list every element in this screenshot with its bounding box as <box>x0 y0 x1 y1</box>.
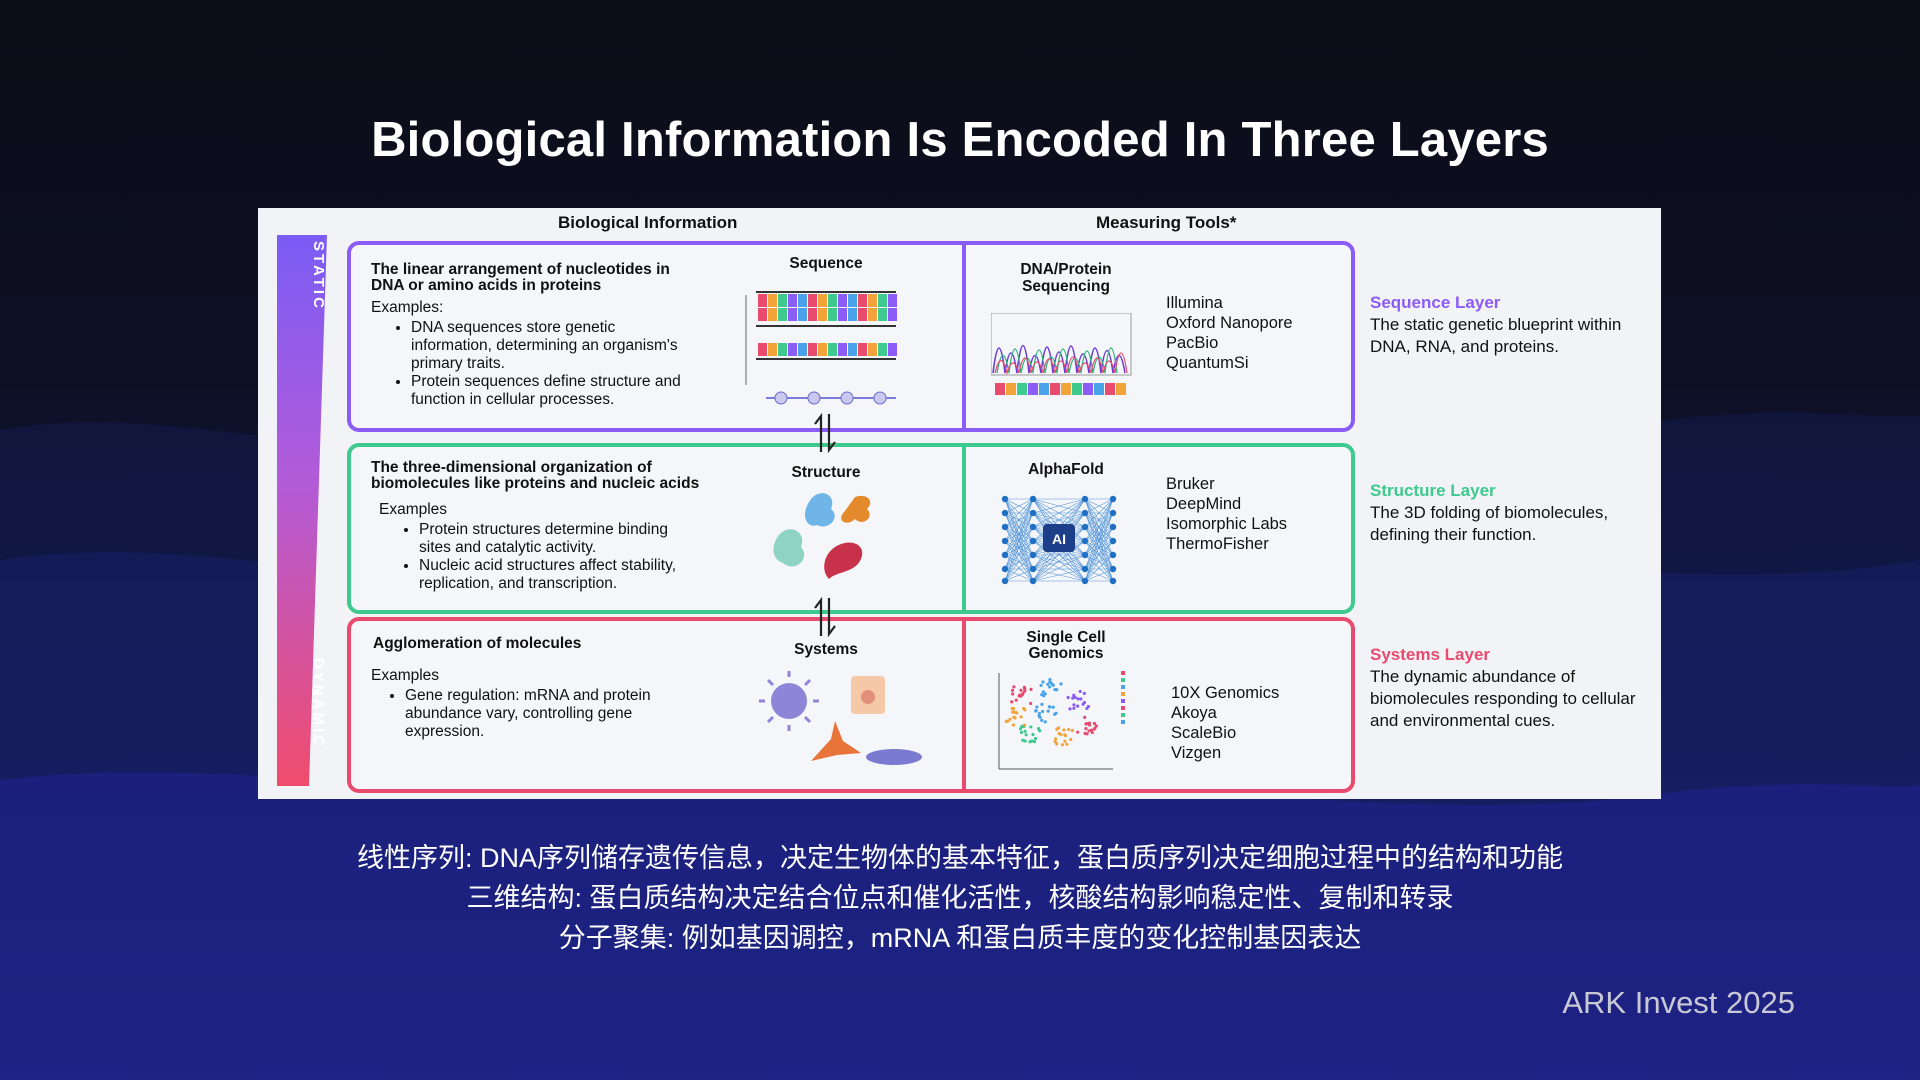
sequencing-tool-title: DNA/Protein Sequencing <box>1020 261 1112 295</box>
structure-layer-description: Structure Layer The 3D folding of biomol… <box>1370 480 1640 546</box>
chromatogram-icon <box>991 313 1132 395</box>
systems-example-item: Gene regulation: mRNA and protein abunda… <box>405 687 651 741</box>
static-dynamic-gradient-bar <box>277 235 327 786</box>
sequence-layer-title: Sequence Layer <box>1370 293 1501 312</box>
diagram-panel: STATIC DYNAMIC Biological Information Me… <box>258 208 1661 799</box>
systems-row-box: Agglomeration of molecules Examples Gene… <box>347 617 1355 793</box>
structure-examples: Examples Protein structures determine bi… <box>379 501 699 593</box>
sequence-row-box: The linear arrangement of nucleotides in… <box>347 241 1355 432</box>
page-title: Biological Information Is Encoded In Thr… <box>371 113 1549 167</box>
sequence-heading: The linear arrangement of nucleotides in… <box>371 261 670 294</box>
tool-item: 10X Genomics <box>1171 684 1280 702</box>
chinese-captions: 线性序列: DNA序列储存遗传信息，决定生物体的基本特征，蛋白质序列决定细胞过程… <box>0 838 1920 958</box>
structure-heading: The three-dimensional organization of bi… <box>371 459 700 492</box>
ai-badge: AI <box>1052 531 1066 547</box>
sequence-examples: Examples: DNA sequences store genetic in… <box>371 299 681 409</box>
sequence-image-title: Sequence <box>789 255 863 272</box>
systems-layer-title: Systems Layer <box>1370 645 1491 664</box>
umap-scatter-icon <box>998 671 1125 770</box>
caption-line: 三维结构: 蛋白质结构决定结合位点和催化活性，核酸结构影响稳定性、复制和转录 <box>466 883 1454 913</box>
tool-item: QuantumSi <box>1166 354 1249 372</box>
ai-neural-network-icon: AI <box>1001 495 1117 585</box>
tool-item: Illumina <box>1166 294 1223 312</box>
structure-row-box: The three-dimensional organization of bi… <box>347 443 1355 614</box>
sequence-examples-label: Examples: <box>371 299 444 316</box>
equilibrium-arrow-1 <box>814 412 836 454</box>
systems-heading: Agglomeration of molecules <box>373 635 582 652</box>
structure-example-item: Protein structures determine binding sit… <box>419 521 699 557</box>
single-cell-tool-title: Single Cell Genomics <box>1026 629 1106 662</box>
source-footer: ARK Invest 2025 <box>1562 985 1795 1020</box>
sequence-layer-text: The static genetic blueprint within DNA,… <box>1370 315 1622 356</box>
structure-layer-text: The 3D folding of biomolecules, defining… <box>1370 503 1609 544</box>
structure-example-item: Nucleic acid structures affect stability… <box>419 557 699 593</box>
static-label: STATIC <box>310 241 327 311</box>
structure-layer-title: Structure Layer <box>1370 481 1496 500</box>
systems-examples-label: Examples <box>371 667 440 684</box>
dna-transcription-illustration <box>745 291 897 405</box>
protein-structure-illustration <box>773 493 871 579</box>
cells-illustration <box>759 671 922 765</box>
sequence-layer-description: Sequence Layer The static genetic bluepr… <box>1370 292 1640 358</box>
structure-tools-list: Bruker DeepMind Isomorphic Labs ThermoFi… <box>1166 474 1287 554</box>
tool-item: Isomorphic Labs <box>1166 515 1288 533</box>
caption-line: 分子聚集: 例如基因调控，mRNA 和蛋白质丰度的变化控制基因表达 <box>558 923 1362 953</box>
alphafold-tool-title: AlphaFold <box>1028 461 1104 478</box>
column-header-biological-information: Biological Information <box>558 213 738 232</box>
dynamic-label: DYNAMIC <box>310 658 327 749</box>
systems-tools-list: 10X Genomics Akoya ScaleBio Vizgen <box>1171 683 1279 763</box>
sequencing-tools-list: Illumina Oxford Nanopore PacBio QuantumS… <box>1166 293 1293 373</box>
tool-item: Bruker <box>1166 475 1215 493</box>
tool-item: PacBio <box>1166 334 1219 352</box>
sequence-example-item: DNA sequences store genetic information,… <box>411 319 681 373</box>
tool-item: Akoya <box>1171 704 1217 722</box>
systems-examples: Examples Gene regulation: mRNA and prote… <box>371 667 651 741</box>
equilibrium-arrow-2 <box>814 596 836 638</box>
sequence-example-item: Protein sequences define structure and f… <box>411 373 681 409</box>
tool-item: ThermoFisher <box>1166 535 1269 553</box>
systems-layer-text: The dynamic abundance of biomolecules re… <box>1370 667 1636 730</box>
tool-item: Vizgen <box>1171 744 1222 762</box>
tool-item: Oxford Nanopore <box>1166 314 1293 332</box>
systems-image-title: Systems <box>794 641 858 658</box>
systems-layer-description: Systems Layer The dynamic abundance of b… <box>1370 644 1640 732</box>
structure-image-title: Structure <box>791 464 861 481</box>
tool-item: DeepMind <box>1166 495 1242 513</box>
tool-item: ScaleBio <box>1171 724 1237 742</box>
structure-examples-label: Examples <box>379 501 448 518</box>
column-header-measuring-tools: Measuring Tools* <box>1096 213 1237 232</box>
caption-line: 线性序列: DNA序列储存遗传信息，决定生物体的基本特征，蛋白质序列决定细胞过程… <box>356 843 1563 873</box>
